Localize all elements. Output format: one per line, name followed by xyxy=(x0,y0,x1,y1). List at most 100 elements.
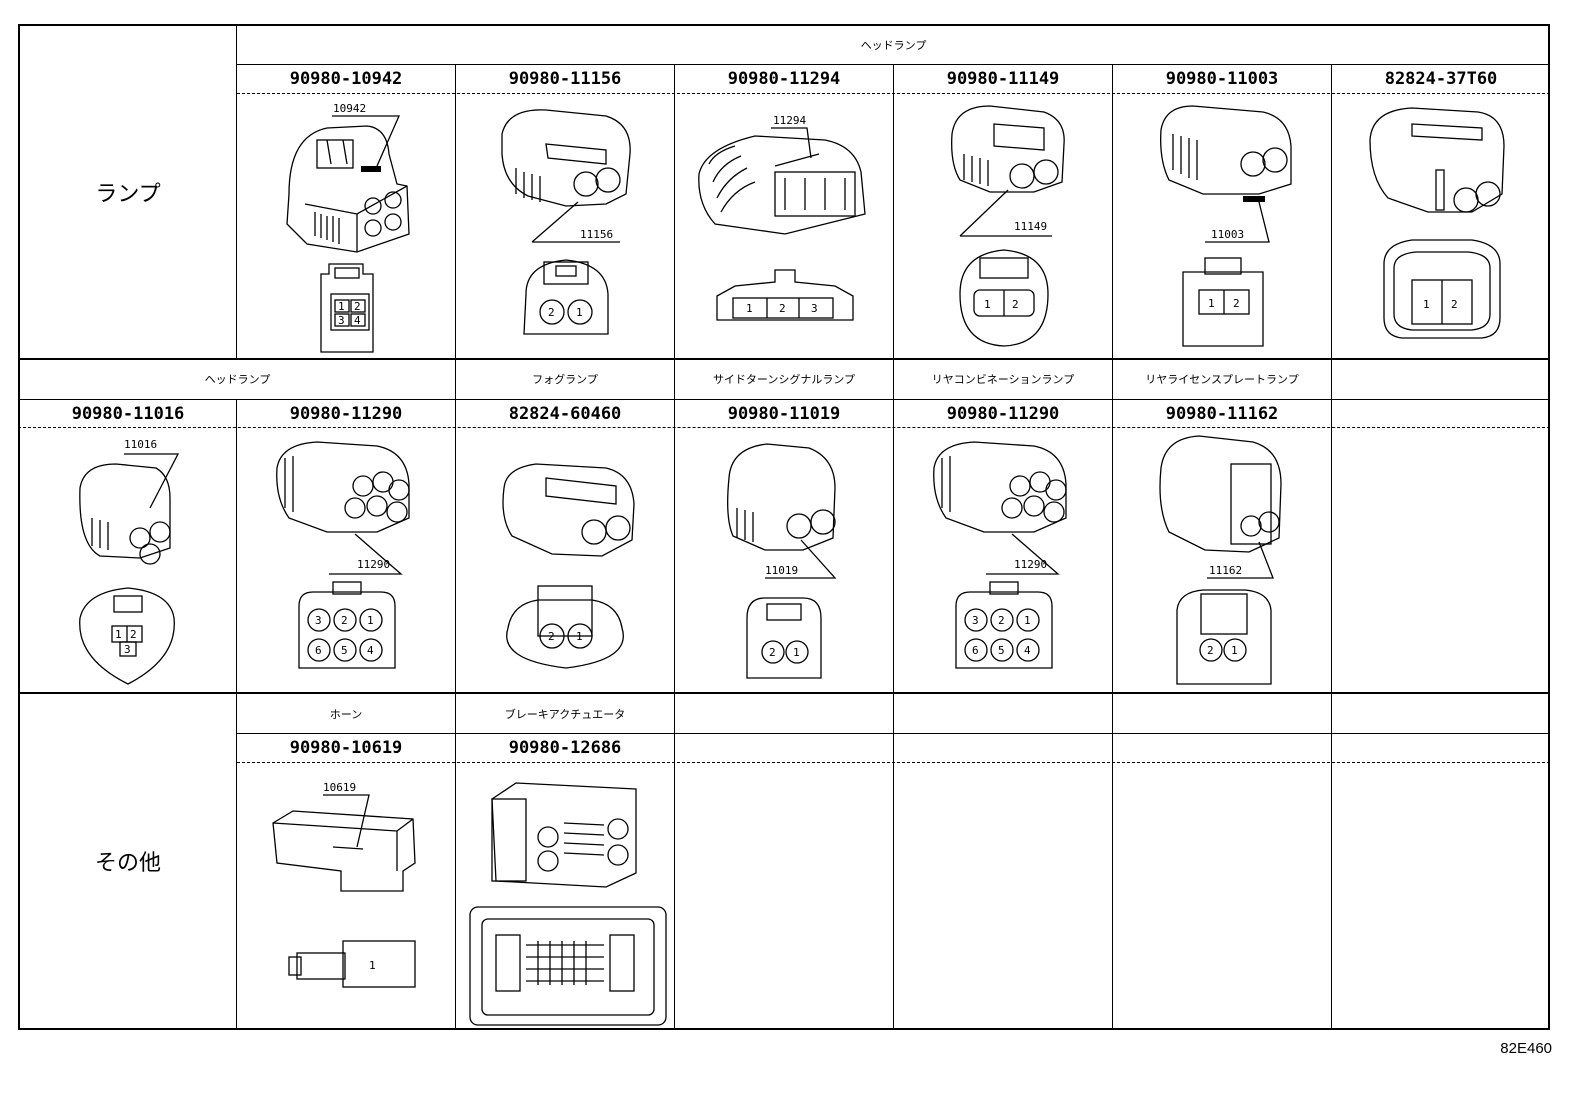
pin-label: 3 xyxy=(315,614,322,627)
category-label xyxy=(1332,359,1550,399)
callout-label: 11016 xyxy=(124,438,157,451)
part-number: 82824-37T60 xyxy=(1384,69,1498,89)
pin-label: 3 xyxy=(124,643,131,656)
pin-label: 1 xyxy=(576,630,583,643)
grid-line xyxy=(1112,64,1113,1030)
callout-label: 11290 xyxy=(1014,558,1047,571)
connector-drawing-11003: 11003 1 2 xyxy=(1113,94,1331,358)
pin-label: 2 xyxy=(998,614,1005,627)
part-number: 90980-10619 xyxy=(289,738,403,758)
pin-label: 5 xyxy=(998,644,1005,657)
grid-line xyxy=(236,399,237,1030)
diagram-code: 82E460 xyxy=(1500,1040,1552,1057)
part-number: 90980-12686 xyxy=(508,738,622,758)
pin-label: 2 xyxy=(769,646,776,659)
grid-line xyxy=(455,64,456,1030)
group-label-other: その他 xyxy=(94,851,161,876)
part-number: 90980-11003 xyxy=(1165,69,1279,89)
callout-label: 11162 xyxy=(1209,564,1242,577)
part-number: 90980-11290 xyxy=(289,403,403,424)
pin-label: 2 xyxy=(1207,644,1214,657)
pin-label: 3 xyxy=(972,614,979,627)
pin-label: 1 xyxy=(984,298,991,311)
connector-drawing-11162: 11162 2 1 xyxy=(1113,428,1331,692)
pin-label: 2 xyxy=(548,630,555,643)
pin-label: 1 xyxy=(1024,614,1031,627)
part-number: 90980-11149 xyxy=(946,69,1060,89)
grid-line xyxy=(1331,64,1332,1030)
pin-label: 1 xyxy=(1208,297,1215,310)
group-label-lamp: ランプ xyxy=(95,182,161,207)
callout-label: 10619 xyxy=(323,781,356,794)
pin-label: 2 xyxy=(130,628,137,641)
callout-label: 11003 xyxy=(1211,228,1244,241)
pin-label: 6 xyxy=(315,644,322,657)
pin-label: 6 xyxy=(972,644,979,657)
pin-label: 1 xyxy=(1423,298,1430,311)
grid-line xyxy=(18,358,1550,360)
connector-table xyxy=(18,24,1550,1030)
pin-label: 2 xyxy=(1233,297,1240,310)
grid-line xyxy=(893,64,894,1030)
category-label: ヘッドランプ xyxy=(204,373,271,386)
category-label: ホーン xyxy=(329,707,363,721)
pin-label: 3 xyxy=(811,302,818,315)
grid-line xyxy=(18,427,1550,428)
callout-label: 11156 xyxy=(580,228,613,241)
connector-drawing-10942: 10942 1 2 3 4 xyxy=(237,94,455,358)
grid-line xyxy=(18,399,1550,400)
part-number: 90980-11156 xyxy=(508,69,622,89)
pin-label: 2 xyxy=(548,306,555,319)
part-number: 90980-11290 xyxy=(946,403,1060,424)
pin-label: 4 xyxy=(367,644,374,657)
connector-drawing-60460: 2 1 xyxy=(456,428,674,692)
callout-label: 11019 xyxy=(765,564,798,577)
connector-drawing-11019: 11019 2 1 xyxy=(675,428,893,692)
connector-drawing-11294: 11294 1 2 3 xyxy=(675,94,893,358)
category-label: フォグランプ xyxy=(532,373,598,386)
connector-drawing-11156: 11156 2 1 xyxy=(456,94,674,358)
part-number: 90980-11016 xyxy=(71,403,185,424)
grid-line xyxy=(236,24,237,360)
pin-label: 2 xyxy=(1012,298,1019,311)
category-label: リヤコンビネーションランプ xyxy=(931,373,1075,386)
pin-label: 1 xyxy=(338,300,345,313)
pin-label: 3 xyxy=(338,314,345,327)
pin-label: 1 xyxy=(576,306,583,319)
pin-label: 4 xyxy=(1024,644,1031,657)
part-number: 90980-10942 xyxy=(289,69,403,89)
callout-label: 11149 xyxy=(1014,220,1047,233)
part-number: 90980-11162 xyxy=(1165,403,1279,424)
pin-label: 2 xyxy=(354,300,361,313)
pin-label: 1 xyxy=(115,628,122,641)
part-number: 90980-11294 xyxy=(727,69,841,89)
category-label: サイドターンシグナルランプ xyxy=(712,373,856,386)
connector-drawing-11016: 11016 1 2 3 xyxy=(20,428,236,692)
pin-label: 1 xyxy=(793,646,800,659)
pin-label: 1 xyxy=(1231,644,1238,657)
part-number: 90980-11019 xyxy=(727,403,841,424)
connector-drawing-10619: 10619 1 xyxy=(237,763,455,1028)
grid-line xyxy=(18,692,1550,694)
category-label: ブレーキアクチュエータ xyxy=(504,707,626,721)
connector-drawing-37t60: 1 2 xyxy=(1332,94,1550,358)
category-label: ヘッドランプ xyxy=(860,39,927,52)
connector-drawing-12686 xyxy=(456,763,674,1028)
connector-drawing-11290: 11290 3 2 1 6 5 4 xyxy=(894,428,1112,692)
pin-label: 4 xyxy=(354,314,361,327)
pin-label: 5 xyxy=(341,644,348,657)
pin-label: 2 xyxy=(1451,298,1458,311)
grid-line xyxy=(674,64,675,1030)
callout-label: 11294 xyxy=(773,114,806,127)
connector-drawing-11149: 11149 1 2 xyxy=(894,94,1112,358)
callout-label: 11290 xyxy=(357,558,390,571)
pin-label: 1 xyxy=(369,959,376,972)
pin-label: 2 xyxy=(341,614,348,627)
connector-drawing-11290: 11290 3 2 1 6 5 4 xyxy=(237,428,455,692)
category-label: リヤライセンスプレートランプ xyxy=(1145,373,1299,386)
callout-label: 10942 xyxy=(333,102,366,115)
part-number: 82824-60460 xyxy=(508,403,622,424)
pin-label: 1 xyxy=(746,302,753,315)
pin-label: 2 xyxy=(779,302,786,315)
pin-label: 1 xyxy=(367,614,374,627)
